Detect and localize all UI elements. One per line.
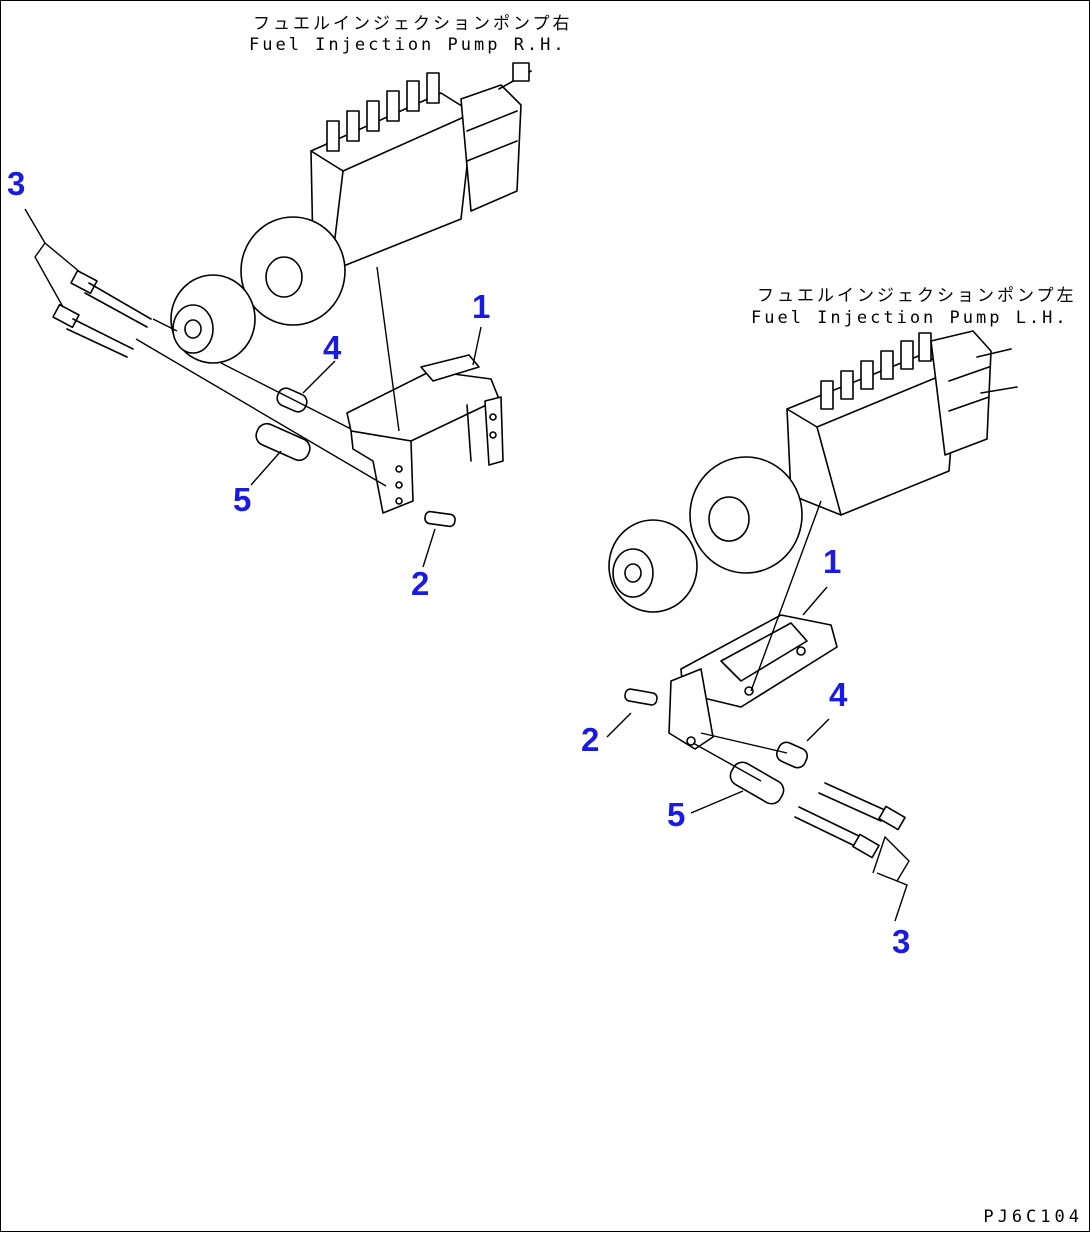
rh-leader-lines [24,208,482,568]
rh-hardware [52,269,456,528]
rh-center-lines [135,266,400,487]
lh-callout-5: 5 [667,796,686,833]
caption-lh-english: Fuel Injection Pump L.H. [751,308,1069,328]
lh-callout-1: 1 [823,543,842,580]
lh-pump-assembly [608,330,1018,613]
rh-bracket [346,354,504,514]
caption-rh-japanese: フュエルインジェクションポンプ右 [253,14,573,34]
lh-callout-3: 3 [892,923,911,960]
rh-pump-assembly [170,62,532,364]
rh-callout-5: 5 [233,481,252,518]
rh-pump-nozzles [326,72,440,152]
drawing-code: PJ6C104 [983,1207,1083,1227]
rh-callout-4: 4 [323,329,342,366]
caption-rh-english: Fuel Injection Pump R.H. [249,35,567,55]
lh-callout-4: 4 [829,676,848,713]
rh-callout-2: 2 [411,565,430,602]
lh-governor-housing [930,330,992,456]
caption-lh-japanese: フュエルインジェクションポンプ左 [757,286,1077,306]
rh-callout-3: 3 [7,165,26,202]
lh-bracket [668,614,838,750]
lh-leader-lines [606,586,910,922]
lh-callout-2: 2 [581,721,600,758]
rh-callout-1: 1 [472,288,491,325]
lh-pump-nozzles [820,332,932,410]
rh-governor-housing [460,84,522,212]
lh-hardware [624,688,906,859]
lh-center-lines [692,500,822,782]
